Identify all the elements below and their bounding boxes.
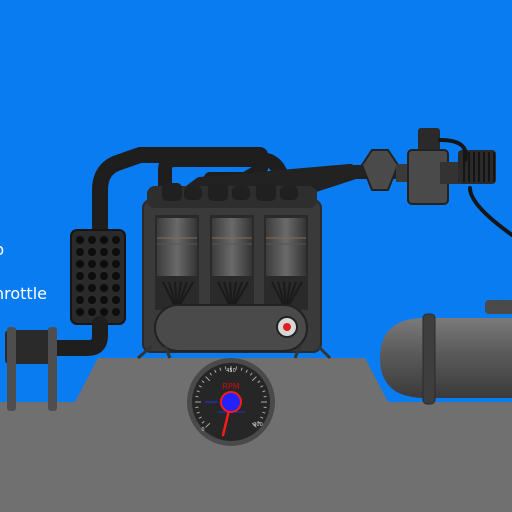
start-button[interactable]: p [0,240,4,259]
throttle-button[interactable]: hrottle [0,284,47,303]
engine-legs [137,344,332,360]
cylinders [155,215,308,311]
cylinder-2 [210,215,254,311]
fuel-tank-icon [380,300,512,405]
gauge-tick-label-top: 450 [226,368,236,374]
left-support [5,327,57,411]
rpm-gauge-icon: RPM 450 0 900 [187,358,275,446]
gauge-tick-label-left: 0 [201,427,204,433]
air-filter-icon [360,128,512,237]
exhaust-tailpipe [12,316,108,356]
gauge-hub [220,391,242,413]
cylinder-1 [155,215,199,311]
crankcase [154,304,308,352]
muffler-icon [70,229,126,325]
gauge-title: RPM [222,382,239,391]
gauge-tick-label-right: 900 [253,422,263,428]
cylinder-3 [264,215,308,311]
